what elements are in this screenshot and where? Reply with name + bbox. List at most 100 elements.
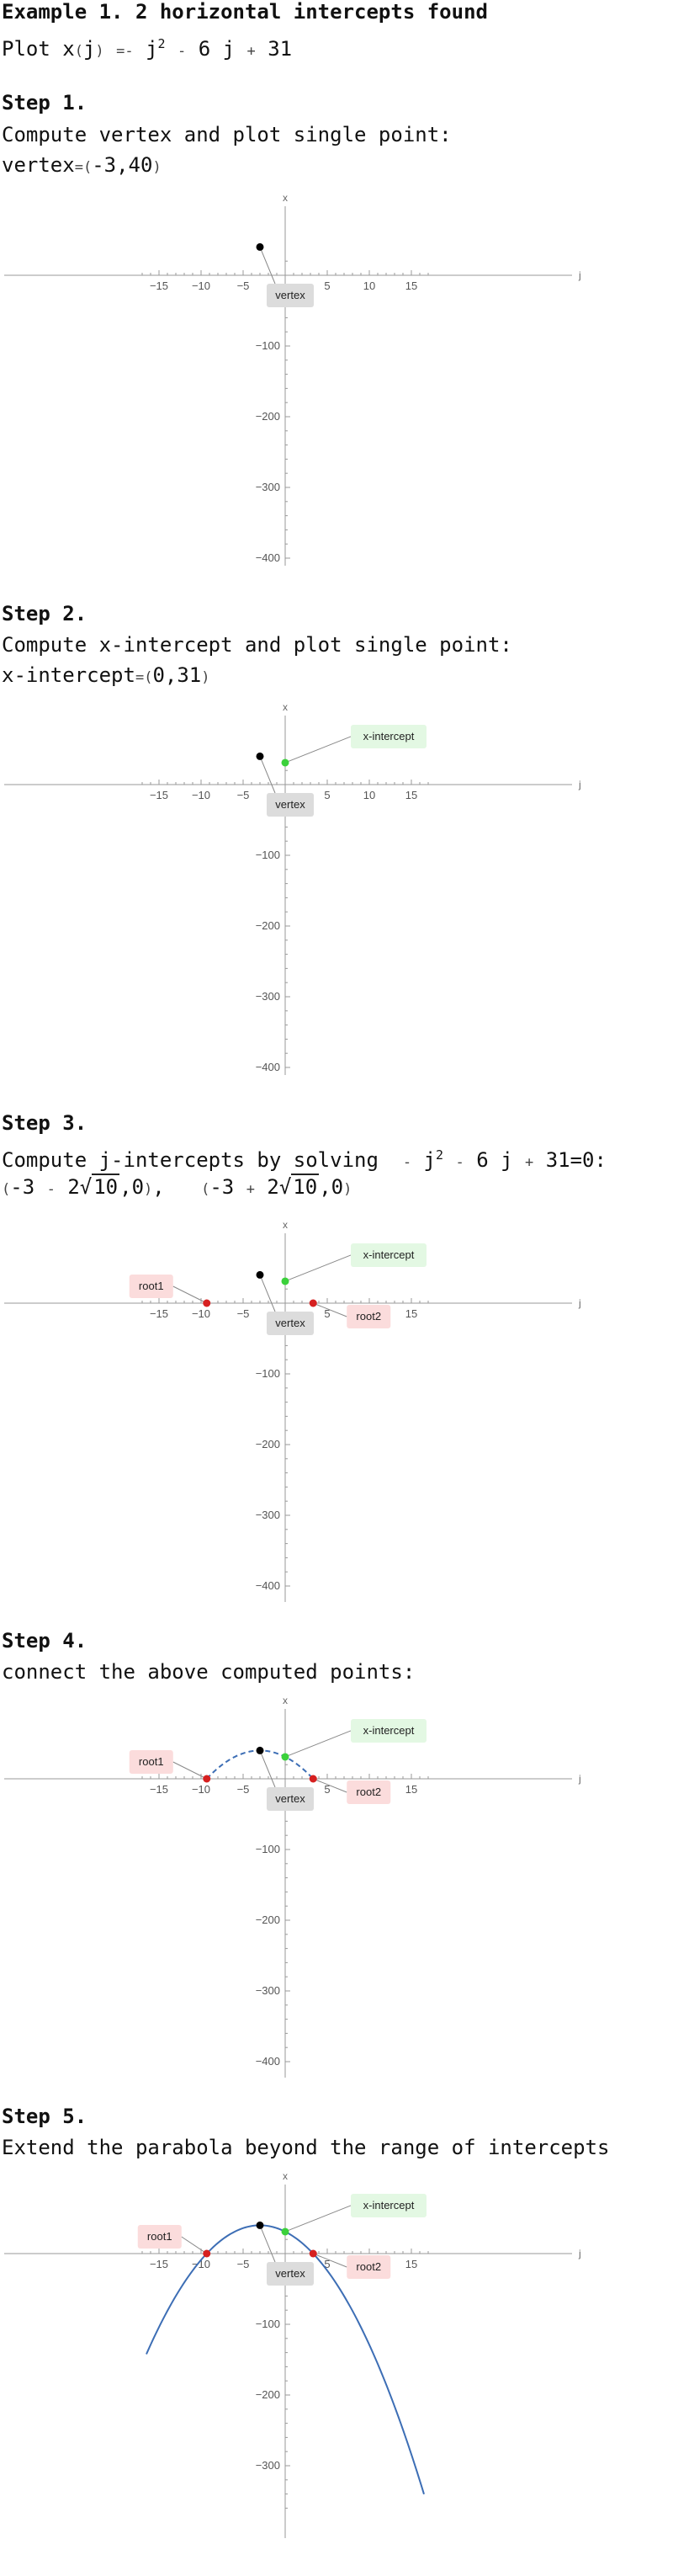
parabola-curve xyxy=(206,1749,314,1780)
step1-text: Compute vertex and plot single point: xyxy=(2,123,452,146)
x-tick-label: −400 xyxy=(256,2055,280,2068)
root1-tail: ,0 xyxy=(119,1175,145,1199)
x-tick-label: −400 xyxy=(256,1061,280,1073)
step1-result-eq: = xyxy=(74,159,83,176)
x-intercept-box xyxy=(351,1243,427,1267)
step4-label: Step 4. xyxy=(2,1629,87,1653)
step3-text-pre: Compute j-intercepts by solving xyxy=(2,1148,379,1172)
vertex-point xyxy=(256,1746,264,1754)
x-tick-label: −200 xyxy=(256,1913,280,1926)
step3-eq-plus: + xyxy=(525,1154,534,1171)
step5-label: Step 5. xyxy=(2,2105,87,2128)
x-tick-label: −300 xyxy=(256,481,280,493)
j-tick-label: 5 xyxy=(324,279,330,292)
j-tick-label: 15 xyxy=(405,2258,417,2270)
vertex-leader xyxy=(259,2225,276,2263)
x-axis-label: x xyxy=(283,701,288,713)
root1-leader xyxy=(181,2236,208,2254)
x-tick-label: −200 xyxy=(256,410,280,423)
chart-step3: xj−15−10−551015−100−200−300−400vertexx-i… xyxy=(4,1219,581,1602)
root2-label: root2 xyxy=(356,1786,381,1798)
root2-tail: ,0 xyxy=(319,1175,344,1199)
x-tick-label: −400 xyxy=(256,1579,280,1592)
vertex-box xyxy=(267,1312,314,1335)
plot-exp: 2 xyxy=(157,36,166,51)
plot-coeff: 6 xyxy=(198,37,211,61)
root2-label: root2 xyxy=(356,1310,381,1323)
root2-label: root2 xyxy=(356,2260,381,2273)
j-tick-label: −10 xyxy=(192,789,210,801)
plot-plus: + xyxy=(246,43,256,60)
root2-leader xyxy=(313,1302,347,1317)
step3-eq-neg: - xyxy=(402,1154,412,1171)
root1-point xyxy=(203,1299,211,1307)
vertex-label: vertex xyxy=(275,2267,305,2280)
step2-text: Compute x-intercept and plot single poin… xyxy=(2,633,512,657)
x-intercept-leader xyxy=(284,1254,352,1282)
root1-box xyxy=(129,1750,173,1774)
j-tick-label: −15 xyxy=(150,1307,168,1320)
vertex-box xyxy=(267,793,314,817)
x-tick-label: −100 xyxy=(256,2318,280,2330)
vertex-box xyxy=(267,2262,314,2286)
j-tick-label: 5 xyxy=(324,2258,330,2270)
page-title: Example 1. 2 horizontal intercepts found xyxy=(2,0,488,24)
x-intercept-label: x-intercept xyxy=(363,1248,415,1261)
x-tick-label: −200 xyxy=(256,1438,280,1450)
x-axis-label: x xyxy=(283,1219,288,1231)
vertex-point xyxy=(256,752,264,760)
step1-result-val: -3,40 xyxy=(92,153,153,177)
root2-rad: 10 xyxy=(291,1174,320,1199)
root1-box xyxy=(137,2225,182,2249)
j-axis-label: j xyxy=(578,1773,581,1785)
x-tick-label: −300 xyxy=(256,990,280,1003)
step3-roots: (-3 - 2√10,0), (-3 + 2√10,0) xyxy=(2,1174,352,1199)
x-tick-label: −100 xyxy=(256,339,280,352)
step2-result-eq: = xyxy=(135,669,145,686)
x-intercept-point xyxy=(281,1277,289,1285)
x-axis-label: x xyxy=(283,2170,288,2182)
x-axis-label: x xyxy=(283,192,288,204)
j-tick-label: −5 xyxy=(237,279,250,292)
j-tick-label: −10 xyxy=(192,2258,210,2270)
vertex-box xyxy=(267,1787,314,1811)
root2-a: -3 xyxy=(209,1175,235,1199)
root2-leader xyxy=(313,1778,347,1793)
x-tick-label: −400 xyxy=(256,551,280,564)
j-tick-label: 15 xyxy=(405,1783,417,1796)
step3-eq-exp: 2 xyxy=(436,1147,444,1163)
vertex-point xyxy=(256,2221,264,2229)
j-tick-label: −10 xyxy=(192,279,210,292)
plot-j2: j xyxy=(222,37,236,61)
x-intercept-leader xyxy=(284,736,352,764)
j-tick-label: 15 xyxy=(405,1307,417,1320)
x-intercept-box xyxy=(351,724,427,748)
vertex-leader xyxy=(259,247,276,285)
x-tick-label: −300 xyxy=(256,2459,280,2472)
plot-prefix: Plot x xyxy=(2,37,75,61)
root2-coef: 2 xyxy=(267,1175,279,1199)
step5-text: Extend the parabola beyond the range of … xyxy=(2,2136,610,2159)
j-tick-label: 5 xyxy=(324,1307,330,1320)
step3-label: Step 3. xyxy=(2,1111,87,1135)
vertex-label: vertex xyxy=(275,1317,305,1329)
vertex-label: vertex xyxy=(275,1792,305,1805)
step3-eq-minus: - xyxy=(455,1154,464,1171)
x-tick-label: −200 xyxy=(256,919,280,932)
vertex-leader xyxy=(259,756,276,794)
j-tick-label: 15 xyxy=(405,279,417,292)
root1-label: root1 xyxy=(147,2230,172,2243)
vertex-label: vertex xyxy=(275,289,305,301)
root2-box xyxy=(347,2255,391,2279)
root2-box xyxy=(347,1305,391,1328)
x-intercept-box xyxy=(351,1718,427,1743)
root1-label: root1 xyxy=(139,1280,164,1292)
root1-point xyxy=(203,1775,211,1783)
x-intercept-label: x-intercept xyxy=(363,2199,415,2211)
step2-result: x-intercept=(0,31) xyxy=(2,663,210,687)
x-tick-label: −100 xyxy=(256,1367,280,1380)
plot-eq: = xyxy=(116,43,125,60)
j-axis-label: j xyxy=(578,779,581,790)
x-tick-label: −100 xyxy=(256,1843,280,1855)
